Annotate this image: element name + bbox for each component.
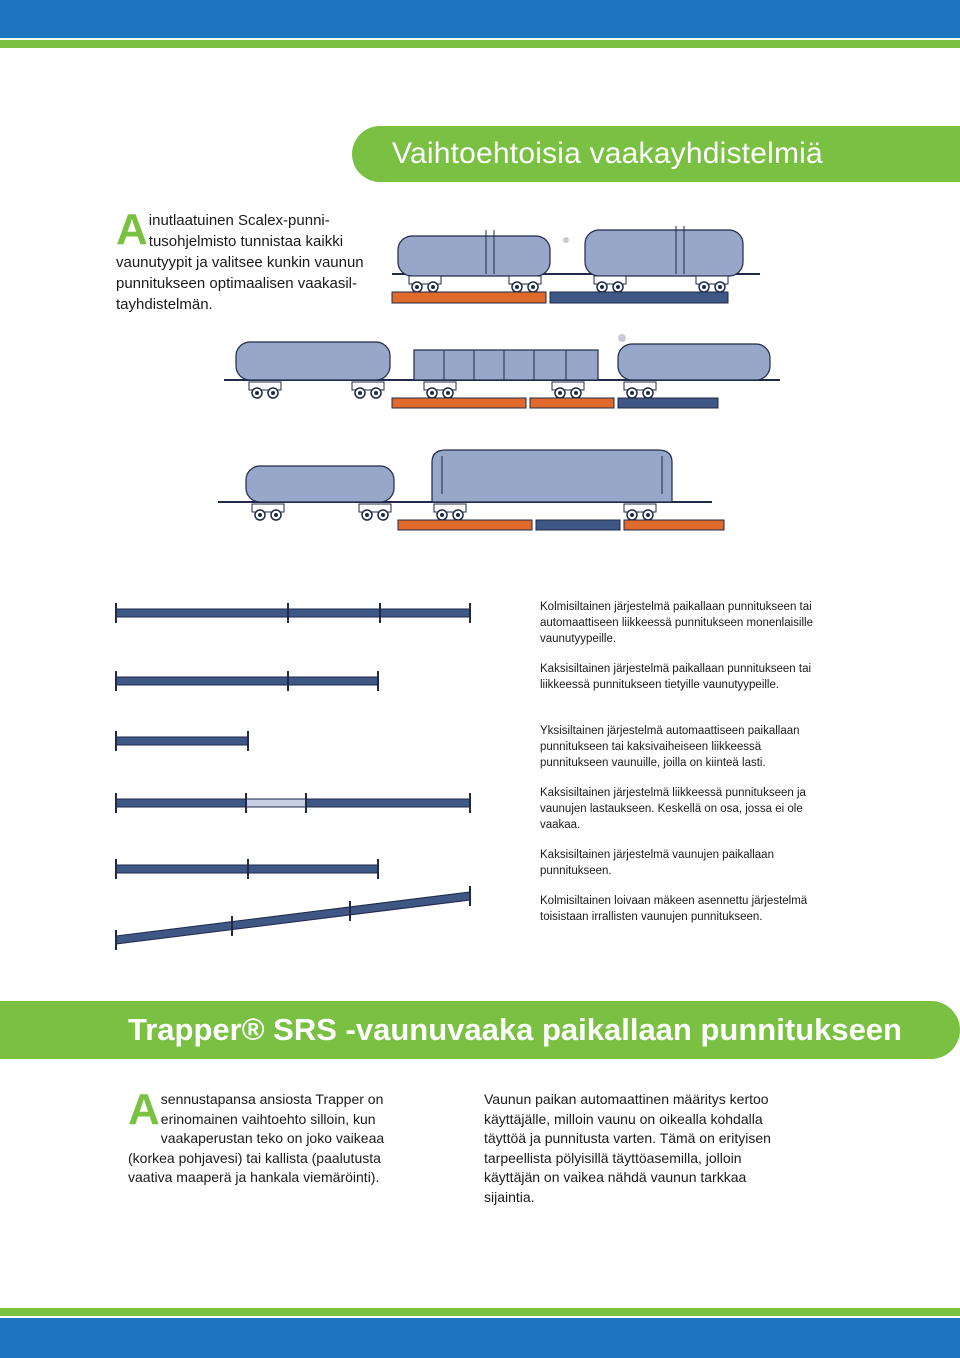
config-2-description: Kaksisiltainen järjestelmä paikallaan pu… (540, 663, 812, 691)
config-6-diagram (115, 886, 471, 950)
config-3-diagram (115, 731, 249, 751)
config-4-diagram (115, 793, 471, 813)
config-1-description: Kolmisiltainen järjestelmä paikallaan pu… (540, 601, 813, 645)
wagon-row-3 (218, 449, 725, 531)
wagon-illustrations (218, 226, 780, 531)
section-title-banner: Vaihtoehtoisia vaakayhdistelmiä (352, 126, 960, 182)
trapper-title: Trapper® SRS -vaunuvaaka paikallaan punn… (128, 1012, 902, 1047)
wagon-row-2 (224, 334, 780, 409)
config-6-description: Kolmisiltainen loivaan mäkeen asennettu … (540, 895, 808, 923)
bridge-configurations-diagram (115, 603, 471, 950)
trapper-dropcap: A (128, 1085, 160, 1134)
trapper-column-1-text: sennustapansa ansiosta Trapper on erinom… (128, 1091, 385, 1185)
top-blue-band (0, 0, 960, 38)
config-5-description: Kaksisiltainen järjestelmä vaunujen paik… (540, 849, 774, 877)
config-4-description: Kaksisiltainen järjestelmä liikkeessä pu… (540, 787, 806, 831)
trapper-title-banner: Trapper® SRS -vaunuvaaka paikallaan punn… (0, 1001, 960, 1059)
config-2-diagram (115, 671, 379, 691)
section-title: Vaihtoehtoisia vaakayhdistelmiä (392, 137, 823, 170)
wagon-row-1 (391, 226, 760, 304)
config-3-description: Yksisiltainen järjestelmä automaattiseen… (540, 725, 800, 769)
config-5-diagram (115, 859, 379, 879)
intro-dropcap: A (116, 205, 148, 254)
trapper-column-2: Vaunun paikan automaattinen määritys ker… (484, 1091, 771, 1205)
bottom-green-band (0, 1308, 960, 1316)
config-1-diagram (115, 603, 471, 623)
intro-text: inutlaatuinen Scalex-punni­tusohjelmisto… (116, 212, 364, 313)
bottom-blue-band (0, 1318, 960, 1358)
top-green-band (0, 40, 960, 48)
